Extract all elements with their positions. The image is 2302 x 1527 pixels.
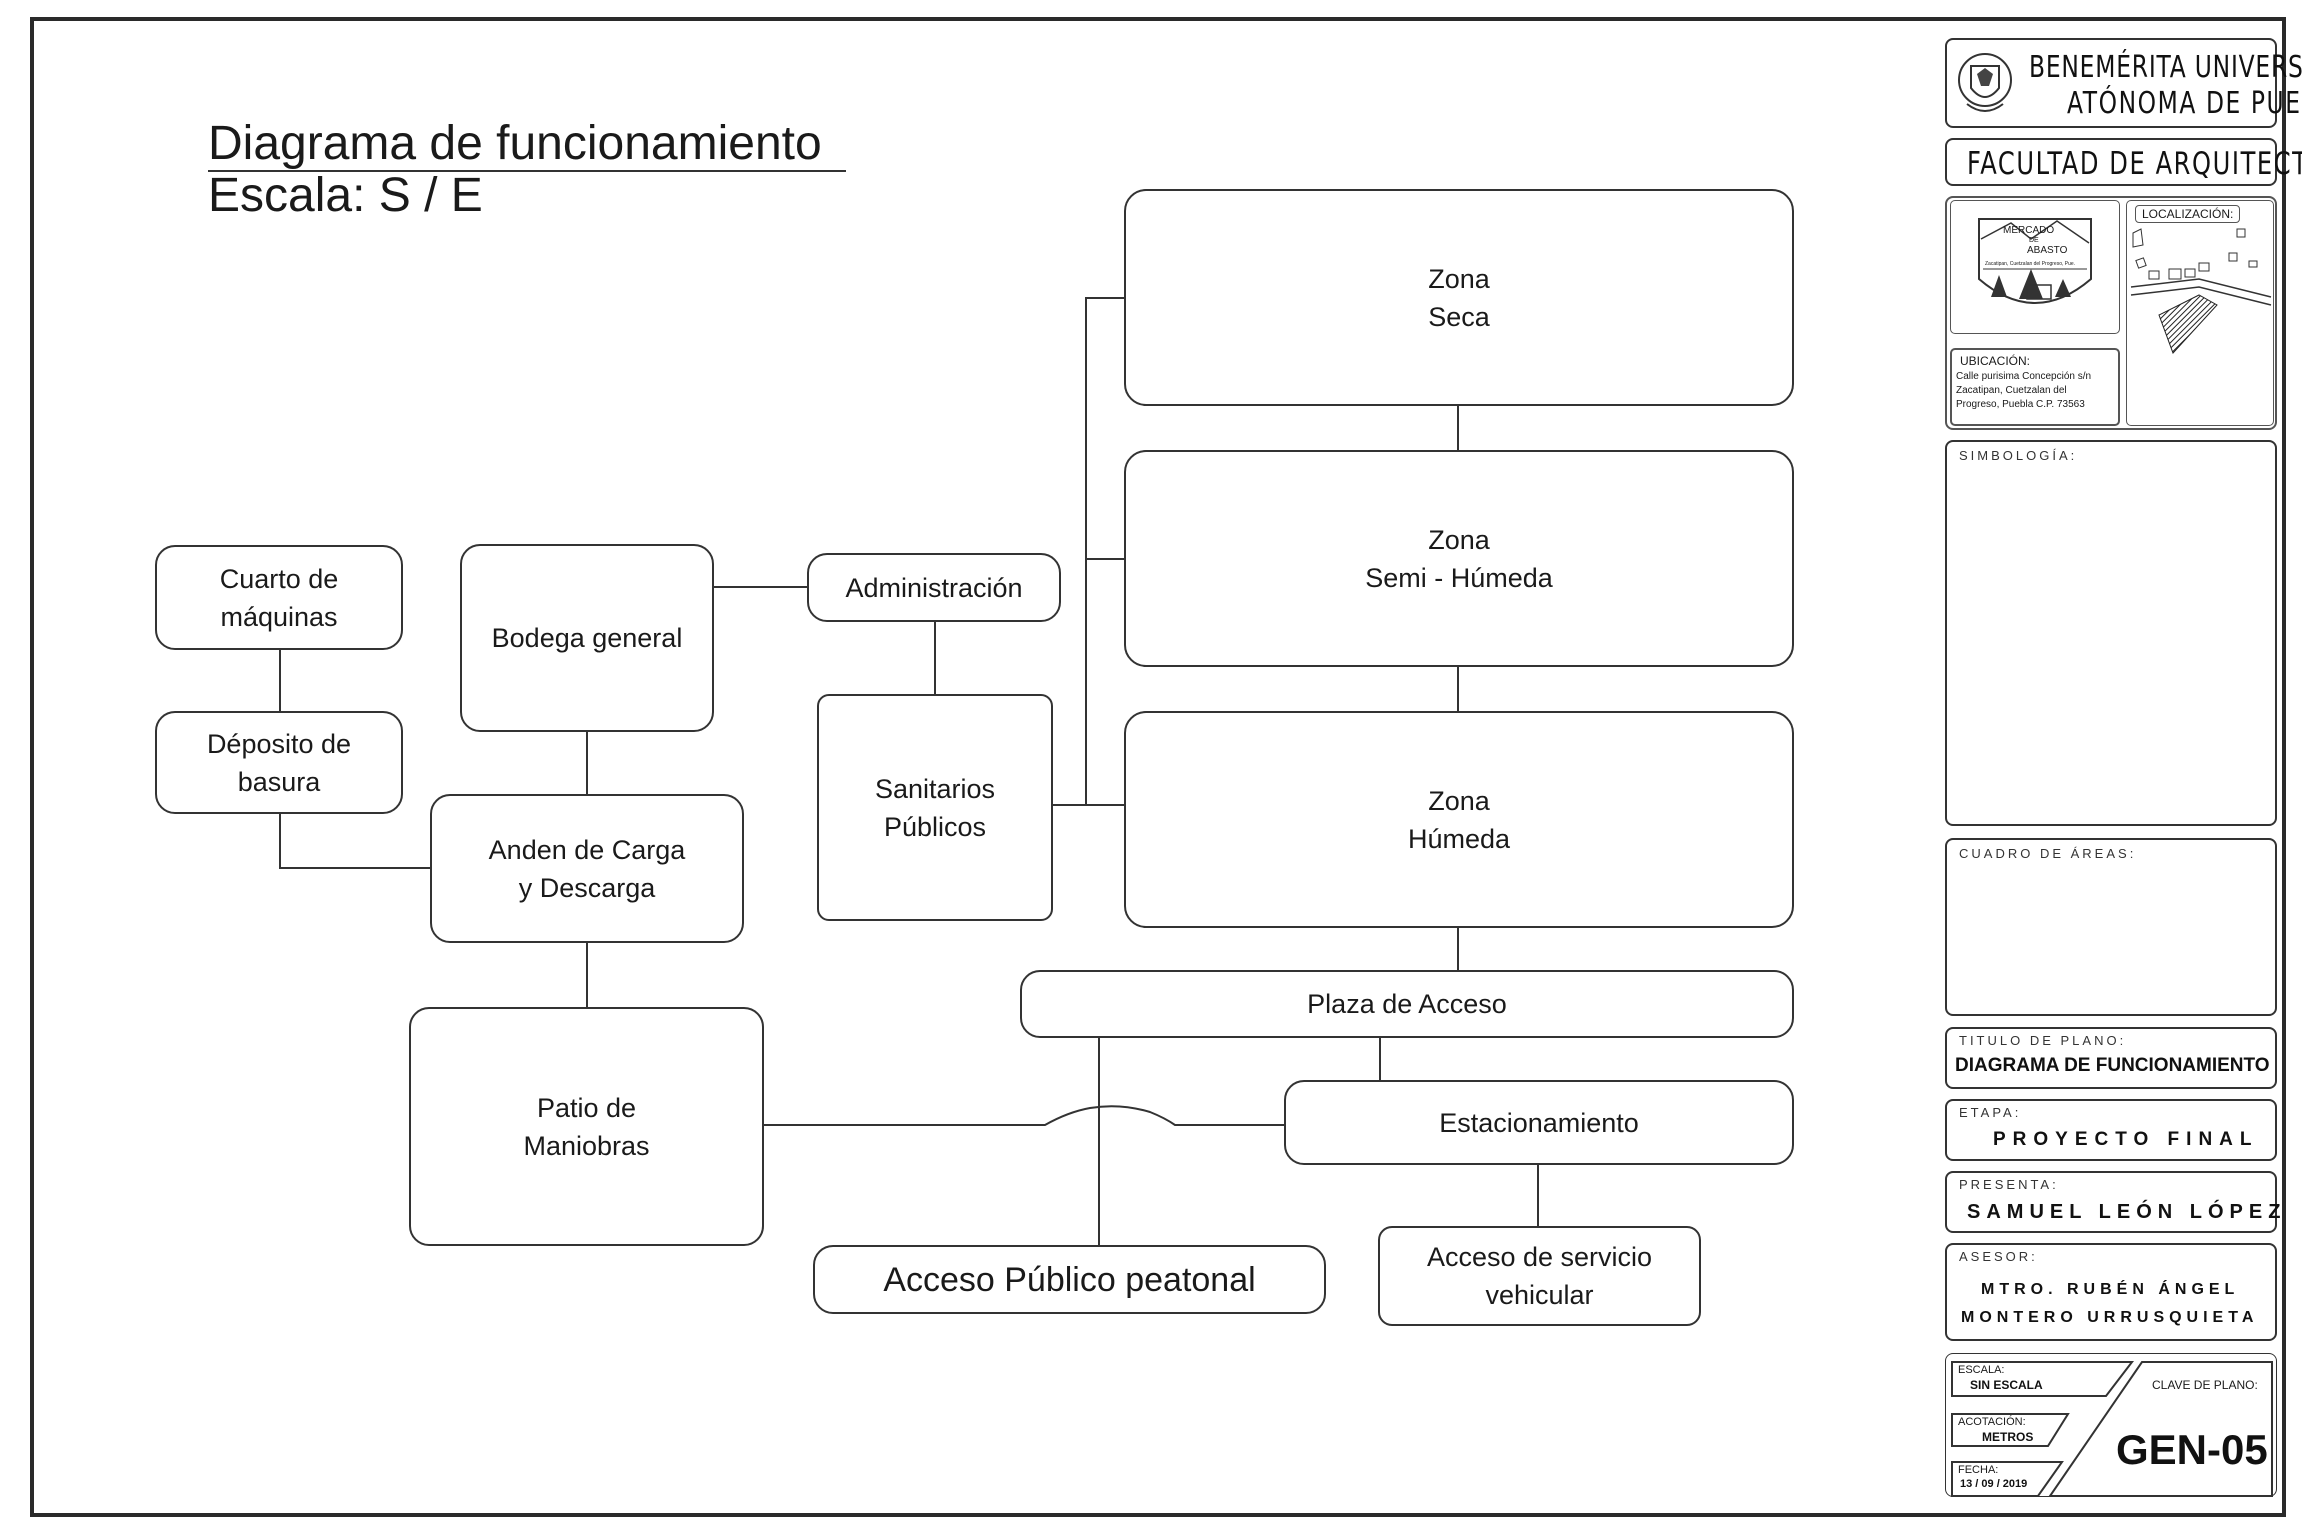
node-zona-semi-humeda: Zona Semi - Húmeda	[1124, 450, 1794, 667]
logo-text-mercado: MERCADO	[2003, 225, 2055, 236]
acotacion-value: METROS	[1982, 1430, 2034, 1444]
university-name-line1: BENEMÉRITA UNIVERSIDAD	[2029, 50, 2302, 85]
market-logo-box: MERCADO DE ABASTO Zacatipan, Cuetzalan d…	[1950, 200, 2120, 334]
simbologia-label: SIMBOLOGÍA:	[1959, 448, 2078, 463]
project-info-area: MERCADO DE ABASTO Zacatipan, Cuetzalan d…	[1945, 196, 2277, 430]
fecha-label: FECHA:	[1958, 1464, 1999, 1476]
asesor-box: ASESOR: MTRO. RUBÉN ÁNGEL MONTERO URRUSQ…	[1945, 1243, 2277, 1341]
escala-value: SIN ESCALA	[1970, 1378, 2043, 1392]
node-bodega-general: Bodega general	[460, 544, 714, 732]
node-cuarto-maquinas: Cuarto de máquinas	[155, 545, 403, 650]
node-estacionamiento: Estacionamiento	[1284, 1080, 1794, 1165]
node-deposito-basura: Déposito de basura	[155, 711, 403, 814]
university-name-line2: ATÓNOMA DE PUEBLA	[2067, 86, 2302, 121]
presenta-label: PRESENTA:	[1959, 1177, 2059, 1192]
presenta-box: PRESENTA: SAMUEL LEÓN LÓPEZ	[1945, 1171, 2280, 1233]
logo-text-de: DE	[2029, 237, 2039, 244]
escala-label: ESCALA:	[1958, 1364, 2005, 1376]
market-logo-icon	[1978, 218, 2092, 304]
node-anden-carga-descarga: Anden de Carga y Descarga	[430, 794, 744, 943]
location-map-icon	[2130, 228, 2272, 354]
cuadro-areas-label: CUADRO DE ÁREAS:	[1959, 846, 2137, 861]
ubicacion-box: UBICACIÓN: Calle purisima Concepción s/n…	[1950, 348, 2120, 426]
diagram-title: Diagrama de funcionamiento	[208, 118, 846, 172]
node-acceso-publico-peatonal: Acceso Público peatonal	[813, 1245, 1326, 1314]
ubicacion-address: Calle purisima Concepción s/n Zacatipan,…	[1956, 371, 2092, 410]
titulo-plano-box: TITULO DE PLANO: DIAGRAMA DE FUNCIONAMIE…	[1945, 1027, 2277, 1089]
logo-text-abasto: ABASTO	[2027, 245, 2068, 256]
node-administracion: Administración	[807, 553, 1061, 622]
etapa-value: PROYECTO FINAL	[1993, 1129, 2259, 1150]
asesor-label: ASESOR:	[1959, 1249, 2038, 1264]
faculty-box: FACULTAD DE ARQUITECTURA	[1945, 138, 2302, 186]
asesor-value-line2: MONTERO URRUSQUIETA	[1961, 1309, 2259, 1326]
node-zona-seca: Zona Seca	[1124, 189, 1794, 406]
faculty-name: FACULTAD DE ARQUITECTURA	[1967, 146, 2302, 182]
node-sanitarios-publicos: Sanitarios Públicos	[817, 694, 1053, 921]
fecha-value: 13 / 09 / 2019	[1960, 1478, 2028, 1490]
acotacion-label: ACOTACIÓN:	[1958, 1416, 2026, 1428]
drawing-frame	[30, 17, 2286, 1517]
node-zona-humeda: Zona Húmeda	[1124, 711, 1794, 928]
logo-text-location: Zacatipan, Cuetzalan del Progreso, Pue.	[1985, 261, 2076, 267]
node-plaza-acceso: Plaza de Acceso	[1020, 970, 1794, 1038]
university-header: BENEMÉRITA UNIVERSIDAD ATÓNOMA DE PUEBLA	[1945, 38, 2302, 128]
titulo-plano-value: DIAGRAMA DE FUNCIONAMIENTO	[1955, 1055, 2270, 1076]
clave-label: CLAVE DE PLANO:	[2152, 1378, 2258, 1392]
node-patio-maniobras: Patio de Maniobras	[409, 1007, 764, 1246]
simbologia-box: SIMBOLOGÍA:	[1945, 440, 2277, 826]
university-seal-icon	[1958, 53, 2012, 112]
ubicacion-label: UBICACIÓN:	[1960, 354, 2031, 368]
diagram-scale: Escala: S / E	[208, 169, 483, 222]
plan-data-box: ESCALA: SIN ESCALA ACOTACIÓN: METROS FEC…	[1945, 1353, 2277, 1497]
link-deposito-anden	[279, 814, 430, 869]
etapa-label: ETAPA:	[1959, 1105, 2022, 1120]
etapa-box: ETAPA: PROYECTO FINAL	[1945, 1099, 2277, 1161]
presenta-value: SAMUEL LEÓN LÓPEZ	[1967, 1201, 2287, 1223]
link-zona-seca	[1085, 297, 1124, 805]
localizacion-label: LOCALIZACIÓN:	[2135, 205, 2241, 223]
clave-value: GEN-05	[2116, 1426, 2268, 1473]
localizacion-box: LOCALIZACIÓN:	[2126, 200, 2274, 426]
cuadro-areas-box: CUADRO DE ÁREAS:	[1945, 838, 2277, 1016]
asesor-value-line1: MTRO. RUBÉN ÁNGEL	[1981, 1281, 2240, 1298]
titulo-plano-label: TITULO DE PLANO:	[1959, 1033, 2127, 1048]
node-acceso-servicio-vehicular: Acceso de servicio vehicular	[1378, 1226, 1701, 1326]
plan-data-frames	[1951, 1361, 2273, 1497]
link-patio-estacionamiento	[764, 1105, 1284, 1126]
